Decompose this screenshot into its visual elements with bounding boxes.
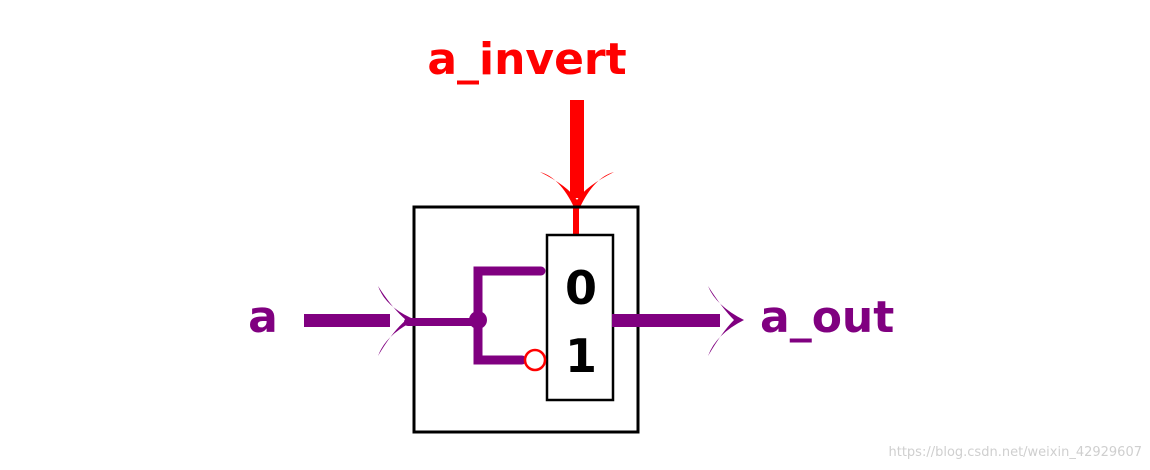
mux xyxy=(545,233,615,402)
signal-wiring xyxy=(404,266,546,365)
junction-dot xyxy=(469,311,487,329)
mux-input-0-label: 0 xyxy=(565,261,597,315)
output-arrow xyxy=(612,286,744,356)
control-arrow xyxy=(540,100,614,214)
control-label: a_invert xyxy=(427,34,626,85)
watermark: https://blog.csdn.net/weixin_42929607 xyxy=(888,445,1142,460)
mux-input-1-label: 1 xyxy=(565,329,597,383)
input-arrow xyxy=(304,286,416,356)
inverter-bubble xyxy=(523,348,547,372)
input-label: a xyxy=(248,292,278,343)
output-label: a_out xyxy=(760,292,894,343)
